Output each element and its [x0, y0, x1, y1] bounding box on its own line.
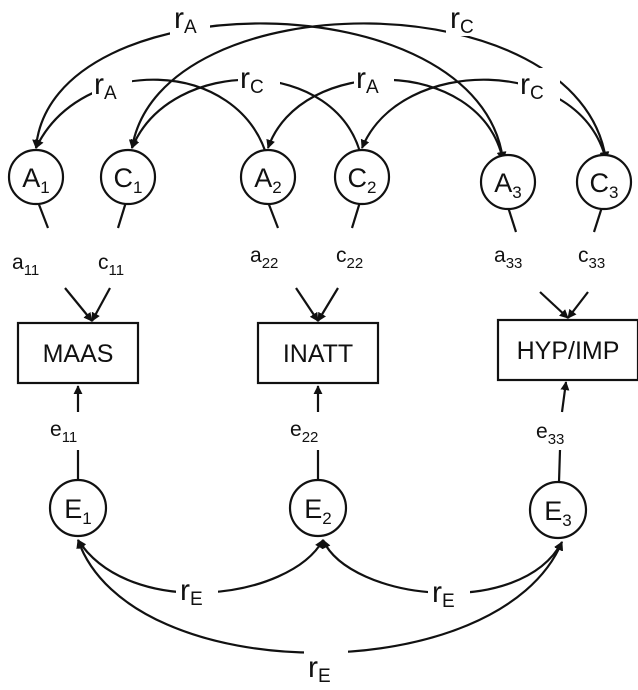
edge-A3-HYPIMP — [539, 291, 569, 319]
edge-A2-stub — [266, 201, 280, 229]
edge-C1-MAAS — [91, 287, 111, 322]
edge-C3-HYPIMP — [567, 291, 589, 319]
node-C2-label: C2 — [348, 163, 377, 197]
svg-text:rA: rA — [174, 2, 197, 38]
edge-A3-stub — [506, 206, 518, 233]
edge-C1-C3 — [128, 22, 610, 161]
corr-label-rA-inner-right: rA — [354, 62, 394, 98]
corr-label-rC-outer: rC — [446, 2, 486, 38]
node-E3-label: E3 — [544, 496, 571, 530]
node-E1-label: E1 — [64, 494, 91, 528]
path-label-c22: c22 — [336, 244, 363, 272]
svg-text:rA: rA — [94, 68, 117, 104]
corr-label-rA-outer: rA — [170, 2, 210, 38]
box-INATT-label: INATT — [283, 340, 353, 368]
box-INATT: INATT — [256, 321, 380, 385]
edge-A1-MAAS — [64, 287, 93, 322]
node-C1: C1 — [99, 148, 157, 206]
node-E3: E3 — [528, 480, 588, 540]
corr-label-rE-left: rE — [176, 574, 218, 610]
observed-nodes: MAAS INATT HYP/IMP — [16, 318, 638, 385]
node-A1: A1 — [7, 148, 65, 206]
correlation-labels: rA rC rA rC rA rC rE rE — [92, 2, 560, 687]
node-C3-label: C3 — [590, 168, 619, 202]
svg-text:rE: rE — [308, 651, 331, 687]
edge-A1-A3 — [32, 22, 507, 161]
box-HYPIMP-label: HYP/IMP — [517, 337, 620, 365]
node-C2: C2 — [333, 148, 391, 206]
svg-text:rC: rC — [450, 2, 474, 38]
path-label-a33: a33 — [494, 244, 522, 272]
edge-A1-A2 — [35, 78, 271, 161]
edge-E3-HYPIMP — [559, 382, 566, 483]
svg-text:rC: rC — [240, 62, 264, 98]
svg-text:rC: rC — [520, 68, 544, 104]
node-A3: A3 — [479, 153, 537, 211]
box-MAAS: MAAS — [16, 321, 140, 385]
edge-A1-stub — [36, 201, 50, 229]
svg-text:rE: rE — [180, 574, 203, 610]
box-MAAS-label: MAAS — [43, 340, 114, 368]
edge-A2-INATT — [295, 287, 319, 322]
corr-label-rC-inner-right: rC — [518, 68, 560, 104]
edge-E1-E3 — [76, 539, 564, 654]
edge-C2-INATT — [317, 287, 339, 322]
corr-label-rE-bottom: rE — [304, 650, 348, 687]
path-label-e22: e22 — [290, 418, 318, 446]
edge-C3-stub — [592, 206, 604, 233]
path-label-c11: c11 — [98, 251, 124, 279]
path-labels: a11 c11 a22 c22 a33 c33 e11 e22 e33 — [12, 244, 605, 448]
corr-label-rA-inner-left: rA — [92, 68, 132, 104]
node-C3: C3 — [575, 153, 633, 211]
path-label-c33: c33 — [578, 244, 605, 272]
path-label-e33: e33 — [536, 420, 564, 448]
node-A3-label: A3 — [494, 168, 521, 202]
corr-label-rC-inner-left: rC — [238, 62, 280, 98]
path-label-a22: a22 — [250, 244, 278, 272]
node-A1-label: A1 — [22, 163, 49, 197]
node-E2: E2 — [288, 478, 348, 538]
corr-label-rE-right: rE — [428, 576, 470, 612]
latent-nodes: A1 C1 A2 C2 A3 C3 E1 E2 — [7, 148, 633, 540]
box-HYPIMP: HYP/IMP — [496, 318, 638, 382]
path-label-e11: e11 — [50, 418, 77, 446]
edge-C2-stub — [350, 201, 362, 229]
node-E1: E1 — [48, 478, 108, 538]
node-E2-label: E2 — [304, 494, 331, 528]
node-C1-label: C1 — [114, 163, 143, 197]
edge-C2-C3 — [360, 78, 609, 161]
svg-text:rA: rA — [356, 62, 379, 98]
node-A2-label: A2 — [254, 163, 281, 197]
path-label-a11: a11 — [12, 251, 39, 279]
node-A2: A2 — [239, 148, 297, 206]
edge-C1-stub — [116, 201, 128, 229]
svg-text:rE: rE — [432, 576, 455, 612]
